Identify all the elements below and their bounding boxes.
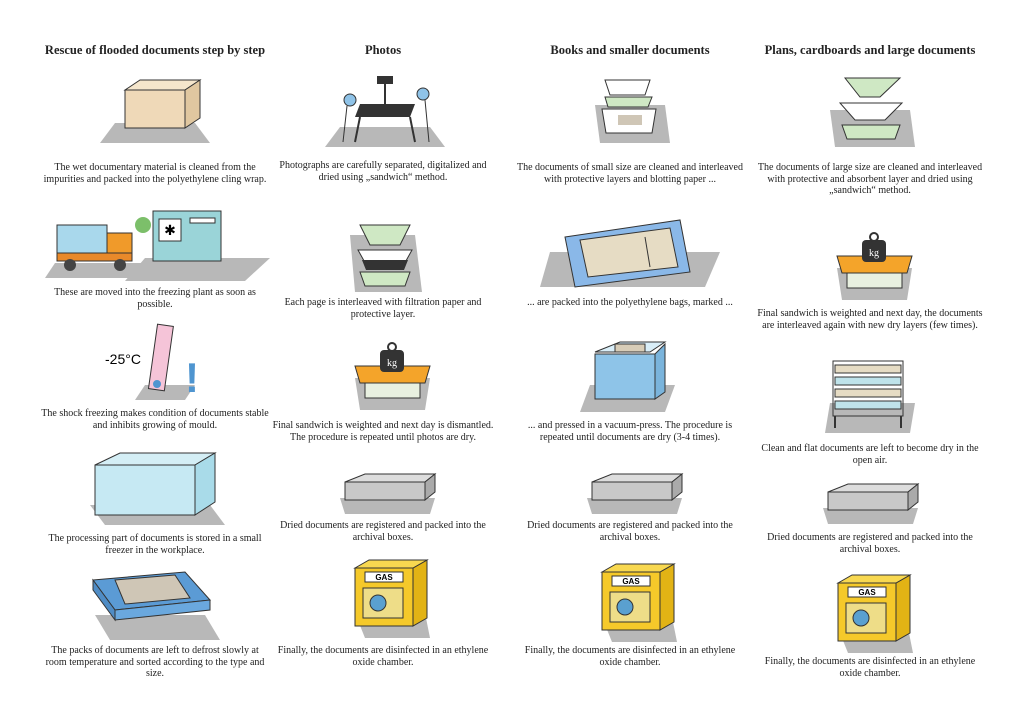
- polyethylene-bags-illustration: [540, 219, 720, 288]
- archival-box-illustration: [823, 482, 920, 524]
- step-caption: ... are packed into the polyethylene bag…: [527, 297, 733, 308]
- column-title-books: Books and smaller documents: [550, 43, 710, 57]
- step-caption: Dried documents are registered and packe…: [280, 520, 486, 543]
- defrost-box-illustration: [92, 571, 220, 640]
- step-caption: Final sandwich is weighted and next day …: [272, 420, 494, 443]
- column-title-photos: Photos: [364, 43, 402, 57]
- step-caption: ... and pressed in a vacuum-press. The p…: [527, 420, 733, 443]
- step-caption: These are moved into the freezing plant …: [54, 287, 256, 310]
- drying-rack-illustration: [825, 360, 915, 433]
- svg-text:GAS: GAS: [375, 573, 393, 582]
- vacuum-press-illustration: [580, 341, 675, 412]
- truck-freezing-plant-illustration: ✱: [45, 210, 270, 281]
- step-caption: The packs of documents are left to defro…: [45, 645, 265, 679]
- small-documents-interleaved-illustration: [595, 79, 670, 143]
- step-caption: Clean and flat documents are left to bec…: [761, 443, 979, 466]
- column-title-plans: Plans, cardboards and large documents: [764, 43, 976, 57]
- step-caption: The shock freezing makes condition of do…: [41, 408, 269, 431]
- step-caption: Finally, the documents are disinfected i…: [524, 645, 736, 668]
- archival-box-illustration: [340, 472, 437, 514]
- step-caption: Final sandwich is weighted and next day,…: [757, 308, 983, 331]
- step-caption: The documents of small size are cleaned …: [516, 162, 743, 185]
- gas-chamber-illustration: GAS: [836, 574, 913, 653]
- column-title-rescue: Rescue of flooded documents step by step: [44, 43, 266, 57]
- archival-box-illustration: [587, 472, 684, 514]
- svg-text:GAS: GAS: [622, 577, 640, 586]
- weighted-sandwich-illustration: kg: [836, 232, 913, 300]
- svg-text:kg: kg: [869, 248, 879, 259]
- freezer-illustration: [90, 452, 225, 525]
- step-caption: Photographs are carefully separated, dig…: [279, 160, 487, 183]
- step-caption: The wet documentary material is cleaned …: [43, 162, 267, 185]
- gas-chamber-illustration: GAS: [600, 563, 677, 642]
- interleaved-sheets-illustration: [350, 224, 422, 292]
- step-caption: Each page is interleaved with filtration…: [284, 297, 482, 320]
- step-caption: Dried documents are registered and packe…: [767, 532, 973, 555]
- large-documents-interleaved-illustration: [830, 77, 915, 147]
- step-caption: The processing part of documents is stor…: [48, 533, 262, 556]
- weighted-sandwich-illustration: kg: [354, 342, 431, 410]
- svg-text:-25°C: -25°C: [105, 351, 141, 367]
- step-caption: Finally, the documents are disinfected i…: [277, 645, 489, 668]
- gas-chamber-illustration: GAS: [353, 559, 430, 638]
- wrapped-pallet-illustration: [100, 79, 210, 143]
- step-caption: The documents of large size are cleaned …: [757, 162, 983, 196]
- svg-text:GAS: GAS: [858, 588, 876, 597]
- step-caption: Dried documents are registered and packe…: [527, 520, 733, 543]
- step-caption: Finally, the documents are disinfected i…: [764, 656, 976, 679]
- svg-text:✱: ✱: [164, 224, 176, 239]
- thermometer-illustration: -25°C!: [105, 323, 199, 401]
- svg-text:!: !: [185, 354, 199, 401]
- photo-digitization-illustration: [325, 76, 445, 147]
- svg-text:kg: kg: [387, 358, 397, 369]
